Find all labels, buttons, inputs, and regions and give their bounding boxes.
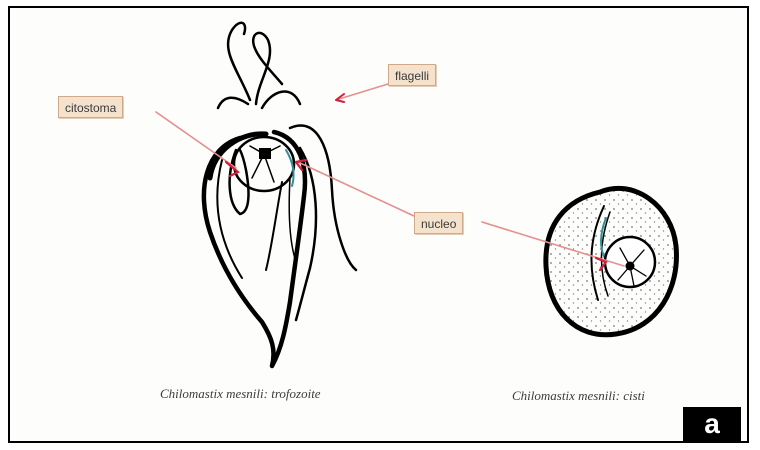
label-nucleus: nucleo [414,212,463,234]
karyosome [259,148,271,159]
label-cytostome: citostoma [58,96,123,118]
nucleus-outline [234,137,294,191]
flagellum-3 [262,92,300,108]
cyst-karyosome [626,262,635,271]
pointer-line-flagella [336,84,388,100]
flagellum-4 [218,98,248,108]
cytostome-groove [230,150,249,214]
trophozoite-drawing [204,23,356,366]
caption-cyst: Chilomastix mesnili: cisti [512,388,645,404]
panel-letter: a [683,407,741,443]
body-outline [204,132,305,366]
flagellum-1 [228,23,250,100]
pointer-line-cytostome [156,112,236,168]
label-flagella: flagelli [388,64,436,86]
caption-trophozoite: Chilomastix mesnili: trofozoite [160,386,321,402]
axial-line-1 [266,182,282,270]
